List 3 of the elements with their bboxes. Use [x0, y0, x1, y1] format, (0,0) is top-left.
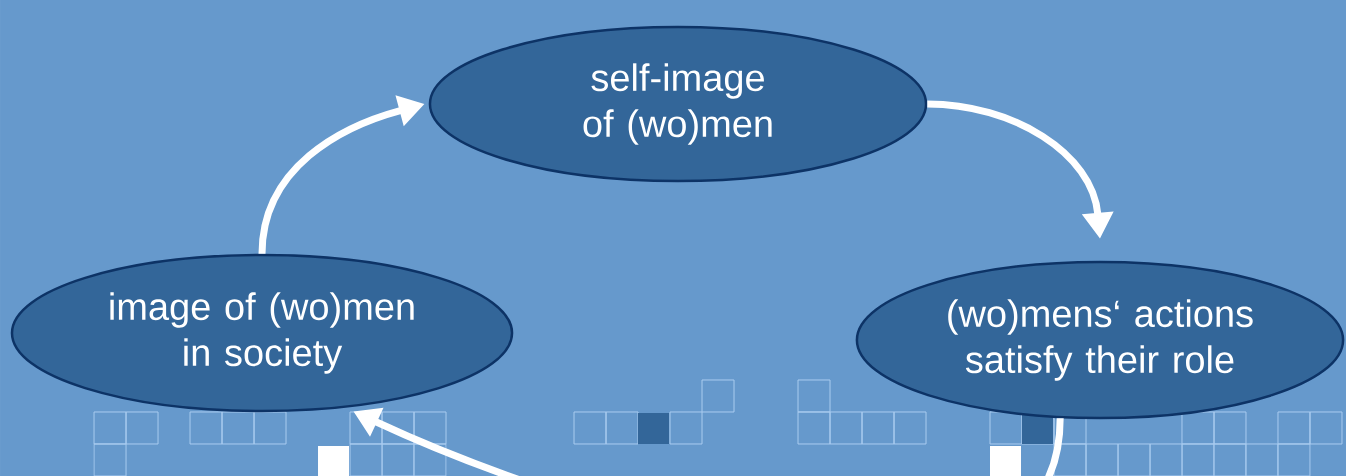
ellipse-node: image of (wo)men in society — [10, 253, 514, 413]
ellipse-node: self-image of (wo)men — [428, 25, 928, 183]
ellipse-node: (wo)mens‘ actions satisfy their role — [855, 260, 1345, 420]
